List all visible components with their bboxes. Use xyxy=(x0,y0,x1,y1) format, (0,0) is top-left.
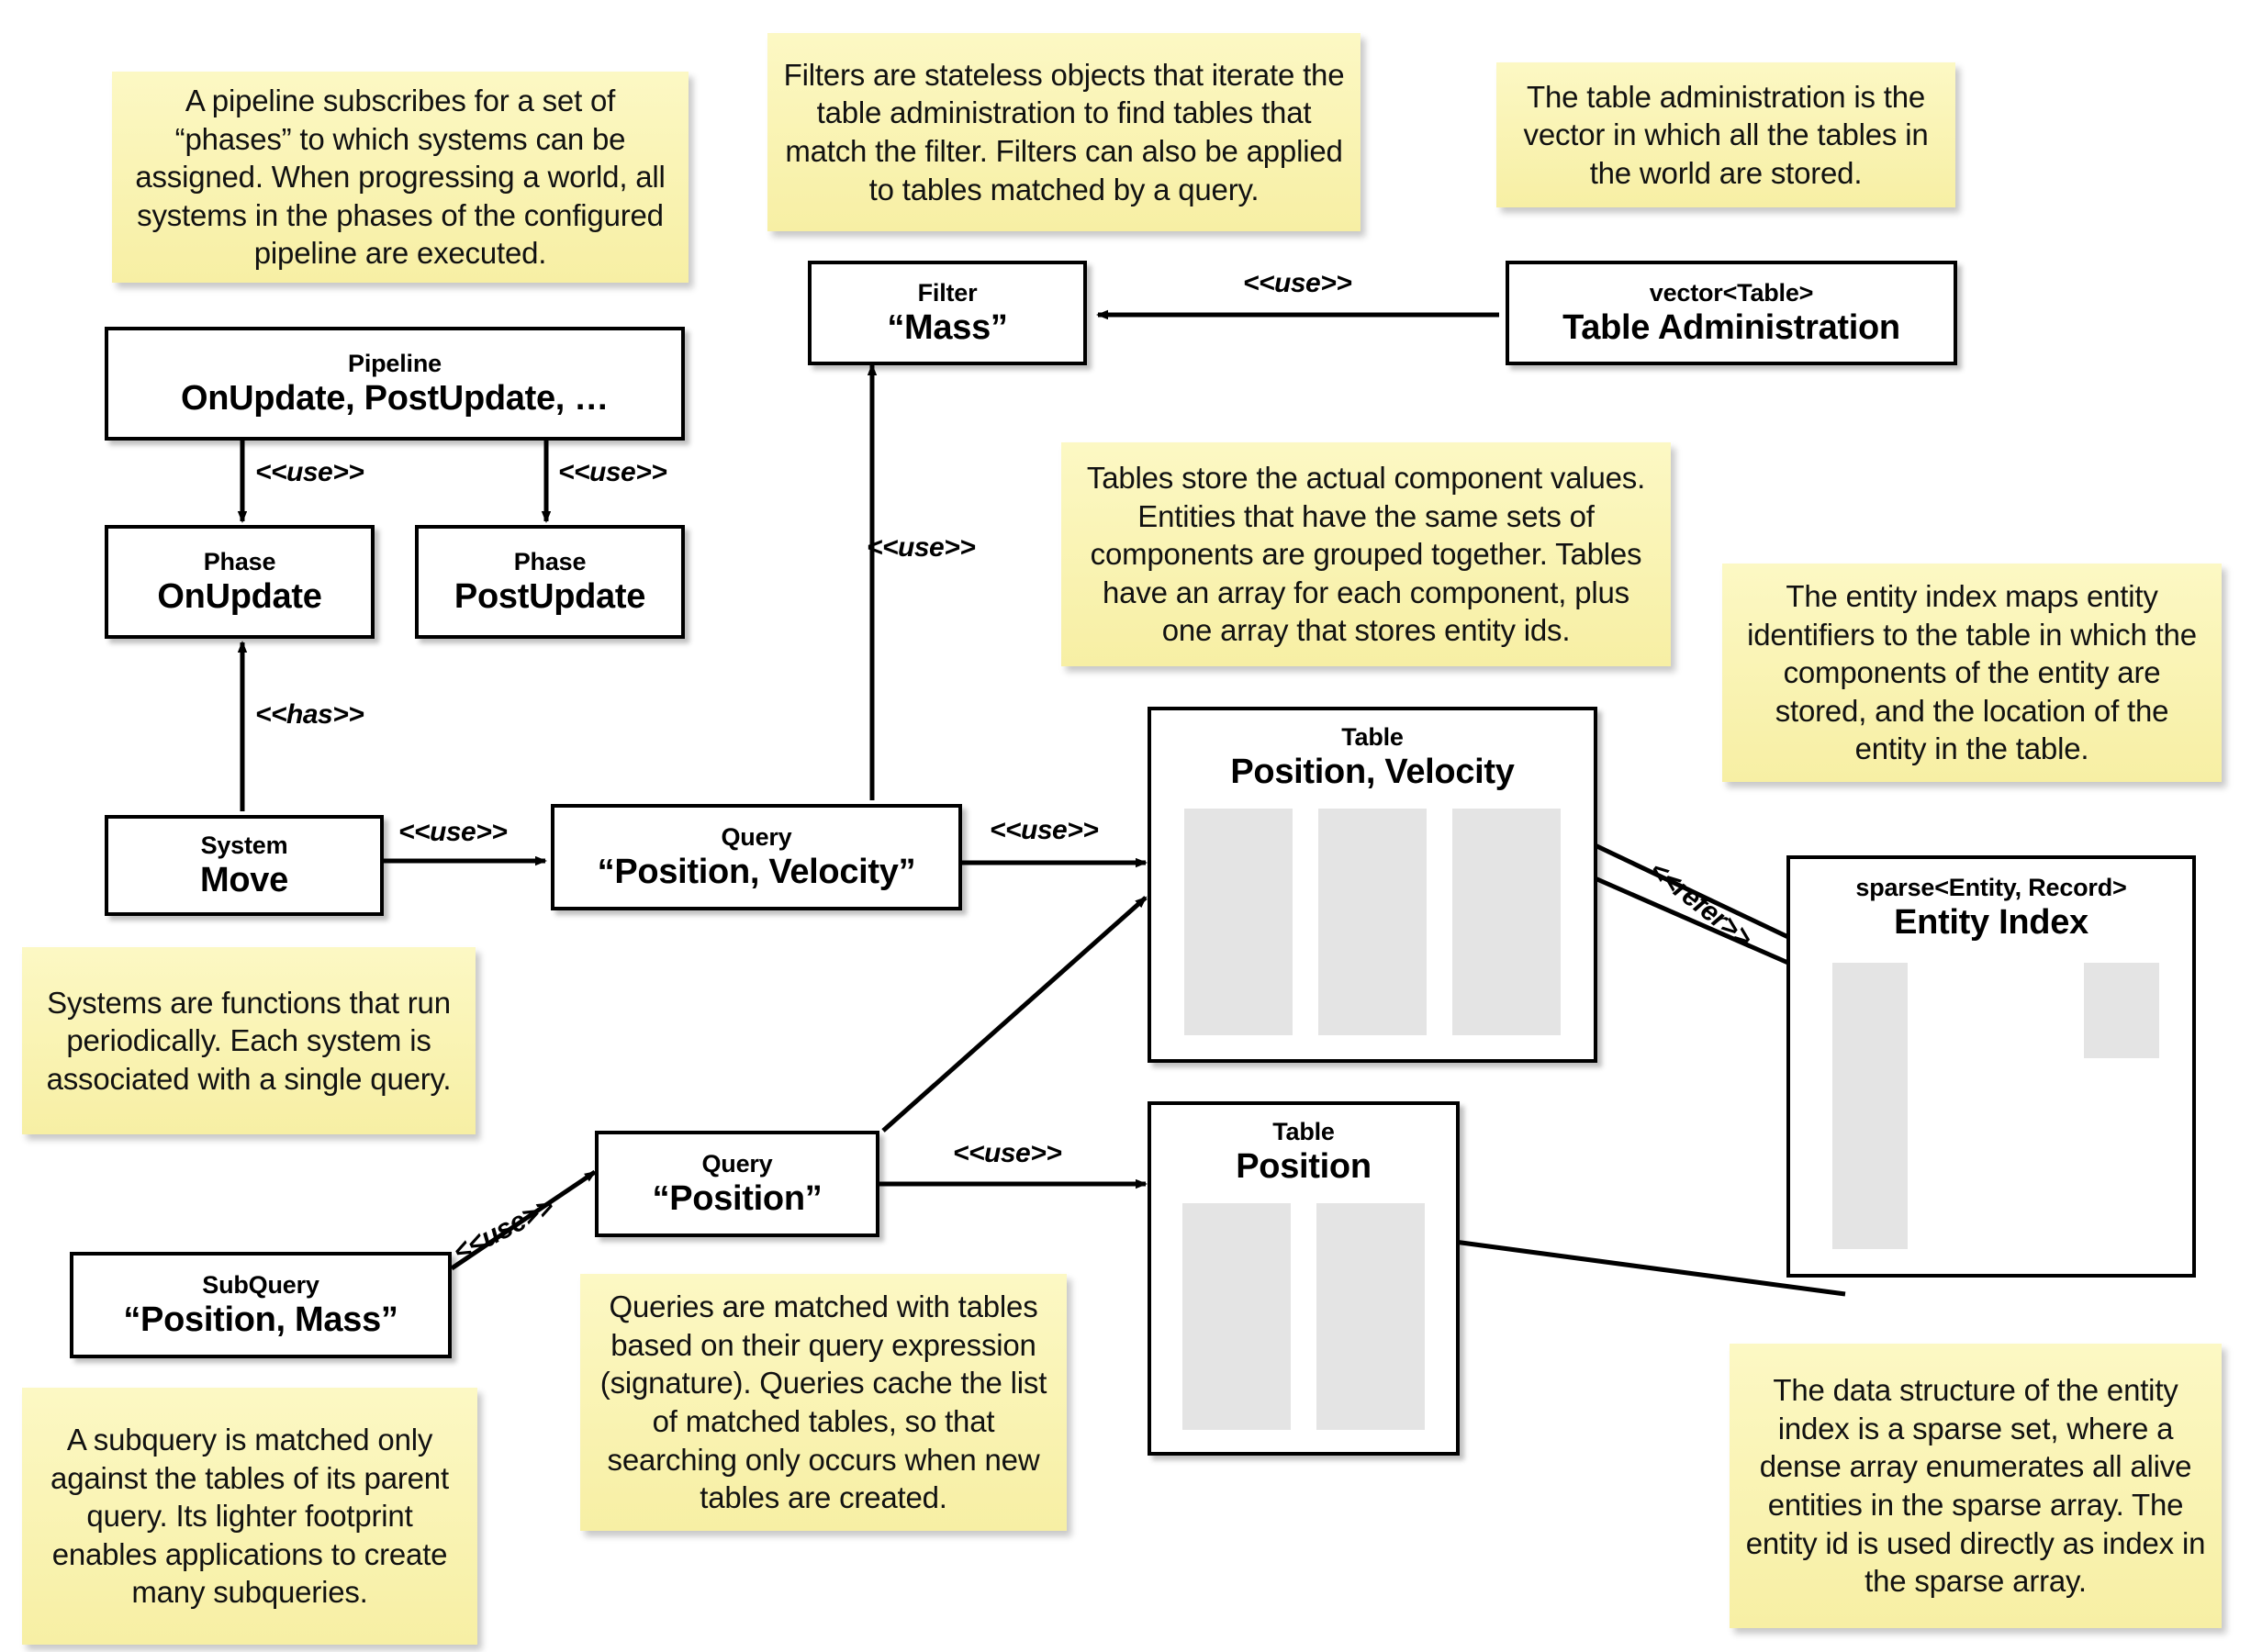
node-filter-mass-stereotype: Filter xyxy=(917,278,978,307)
rel-label-query-to-filter: <<use>> xyxy=(867,532,976,563)
sparse-array-bar xyxy=(1832,962,1908,1249)
node-subquery-position-mass[interactable]: SubQuery “Position, Mass” xyxy=(70,1252,452,1358)
table-column-bar xyxy=(1452,808,1561,1035)
table-column-bar xyxy=(1184,808,1293,1035)
note-pipeline-text: A pipeline subscribes for a set of “phas… xyxy=(135,84,666,271)
node-pipeline-title: OnUpdate, PostUpdate, … xyxy=(180,378,610,418)
node-table-position-stereotype: Table xyxy=(1272,1118,1335,1145)
node-subquery-position-mass-title: “Position, Mass” xyxy=(123,1300,398,1339)
rel-label-pipeline-to-onupdate: <<use>> xyxy=(255,457,364,487)
node-filter-mass-title: “Mass” xyxy=(887,307,1008,347)
node-table-administration-stereotype: vector<Table> xyxy=(1649,278,1814,307)
note-sparse-set: The data structure of the entity index i… xyxy=(1730,1344,2222,1628)
table-column-bar xyxy=(1182,1202,1291,1430)
node-table-position-velocity-title: Position, Velocity xyxy=(1230,753,1515,792)
arrow-query-p-to-table-pv xyxy=(881,896,1148,1133)
node-table-position-velocity[interactable]: Table Position, Velocity xyxy=(1148,707,1597,1063)
entity-index-arrays xyxy=(1790,943,2192,1249)
node-query-position-velocity-title: “Position, Velocity” xyxy=(597,852,916,891)
note-table-administration: The table administration is the vector i… xyxy=(1496,62,1955,207)
rel-label-system-to-query: <<use>> xyxy=(398,817,508,847)
note-tables-text: Tables store the actual component values… xyxy=(1086,461,1646,648)
node-system-move-title: Move xyxy=(200,860,288,899)
note-tables: Tables store the actual component values… xyxy=(1061,442,1671,666)
node-table-position-title: Position xyxy=(1236,1147,1372,1187)
node-query-position-title: “Position” xyxy=(652,1178,823,1218)
node-phase-onupdate-title: OnUpdate xyxy=(157,576,322,616)
note-subqueries: A subquery is matched only against the t… xyxy=(22,1388,477,1645)
node-phase-postupdate-title: PostUpdate xyxy=(454,576,646,616)
node-phase-onupdate[interactable]: Phase OnUpdate xyxy=(105,525,375,639)
rel-label-subquery-to-query-p: <<use>> xyxy=(448,1191,559,1268)
node-table-administration-title: Table Administration xyxy=(1562,307,1900,347)
note-entity-index-text: The entity index maps entity identifiers… xyxy=(1747,579,2197,766)
node-system-move[interactable]: System Move xyxy=(105,815,384,916)
note-filters: Filters are stateless objects that itera… xyxy=(767,33,1361,231)
note-systems: Systems are functions that run periodica… xyxy=(22,947,476,1134)
node-phase-postupdate-stereotype: Phase xyxy=(513,547,587,575)
node-filter-mass[interactable]: Filter “Mass” xyxy=(808,261,1087,365)
node-pipeline[interactable]: Pipeline OnUpdate, PostUpdate, … xyxy=(105,327,685,441)
node-entity-index[interactable]: sparse<Entity, Record> Entity Index xyxy=(1786,855,2196,1278)
node-phase-onupdate-stereotype: Phase xyxy=(203,547,276,575)
node-query-position-velocity-stereotype: Query xyxy=(721,822,792,851)
rel-label-tableadmin-to-filter: <<use>> xyxy=(1243,268,1352,298)
arrow-entityindex-to-table-p xyxy=(1432,1235,1846,1297)
rel-label-entityindex-to-table: <<refer>> xyxy=(1643,854,1758,954)
table-column-bar xyxy=(1316,1202,1425,1430)
node-entity-index-stereotype: sparse<Entity, Record> xyxy=(1855,874,2127,901)
note-systems-text: Systems are functions that run periodica… xyxy=(46,985,452,1096)
node-query-position-stereotype: Query xyxy=(701,1149,773,1178)
note-pipeline: A pipeline subscribes for a set of “phas… xyxy=(112,72,689,283)
table-position-velocity-columns xyxy=(1151,792,1594,1035)
node-pipeline-stereotype: Pipeline xyxy=(348,349,442,377)
note-queries-text: Queries are matched with tables based on… xyxy=(599,1289,1047,1515)
node-entity-index-title: Entity Index xyxy=(1894,903,2088,943)
node-system-move-stereotype: System xyxy=(200,831,288,859)
note-entity-index: The entity index maps entity identifiers… xyxy=(1722,564,2222,782)
dense-array-bar xyxy=(2084,962,2159,1058)
note-queries: Queries are matched with tables based on… xyxy=(580,1274,1067,1531)
node-table-position[interactable]: Table Position xyxy=(1148,1101,1460,1456)
node-query-position[interactable]: Query “Position” xyxy=(595,1131,879,1237)
node-subquery-position-mass-stereotype: SubQuery xyxy=(202,1270,319,1299)
note-subqueries-text: A subquery is matched only against the t… xyxy=(50,1423,449,1610)
note-table-administration-text: The table administration is the vector i… xyxy=(1523,79,1929,190)
table-column-bar xyxy=(1318,808,1427,1035)
rel-label-query-p-to-table-p: <<use>> xyxy=(953,1138,1062,1168)
node-query-position-velocity[interactable]: Query “Position, Velocity” xyxy=(551,804,962,910)
node-table-administration[interactable]: vector<Table> Table Administration xyxy=(1506,261,1957,365)
node-phase-postupdate[interactable]: Phase PostUpdate xyxy=(415,525,685,639)
rel-label-system-to-phase: <<has>> xyxy=(255,699,364,730)
rel-label-query-pv-to-table-pv: <<use>> xyxy=(990,815,1099,845)
rel-label-pipeline-to-postupdate: <<use>> xyxy=(558,457,667,487)
table-position-columns xyxy=(1151,1187,1456,1430)
note-sparse-set-text: The data structure of the entity index i… xyxy=(1745,1373,2206,1599)
node-table-position-velocity-stereotype: Table xyxy=(1341,723,1404,751)
note-filters-text: Filters are stateless objects that itera… xyxy=(783,57,1345,206)
